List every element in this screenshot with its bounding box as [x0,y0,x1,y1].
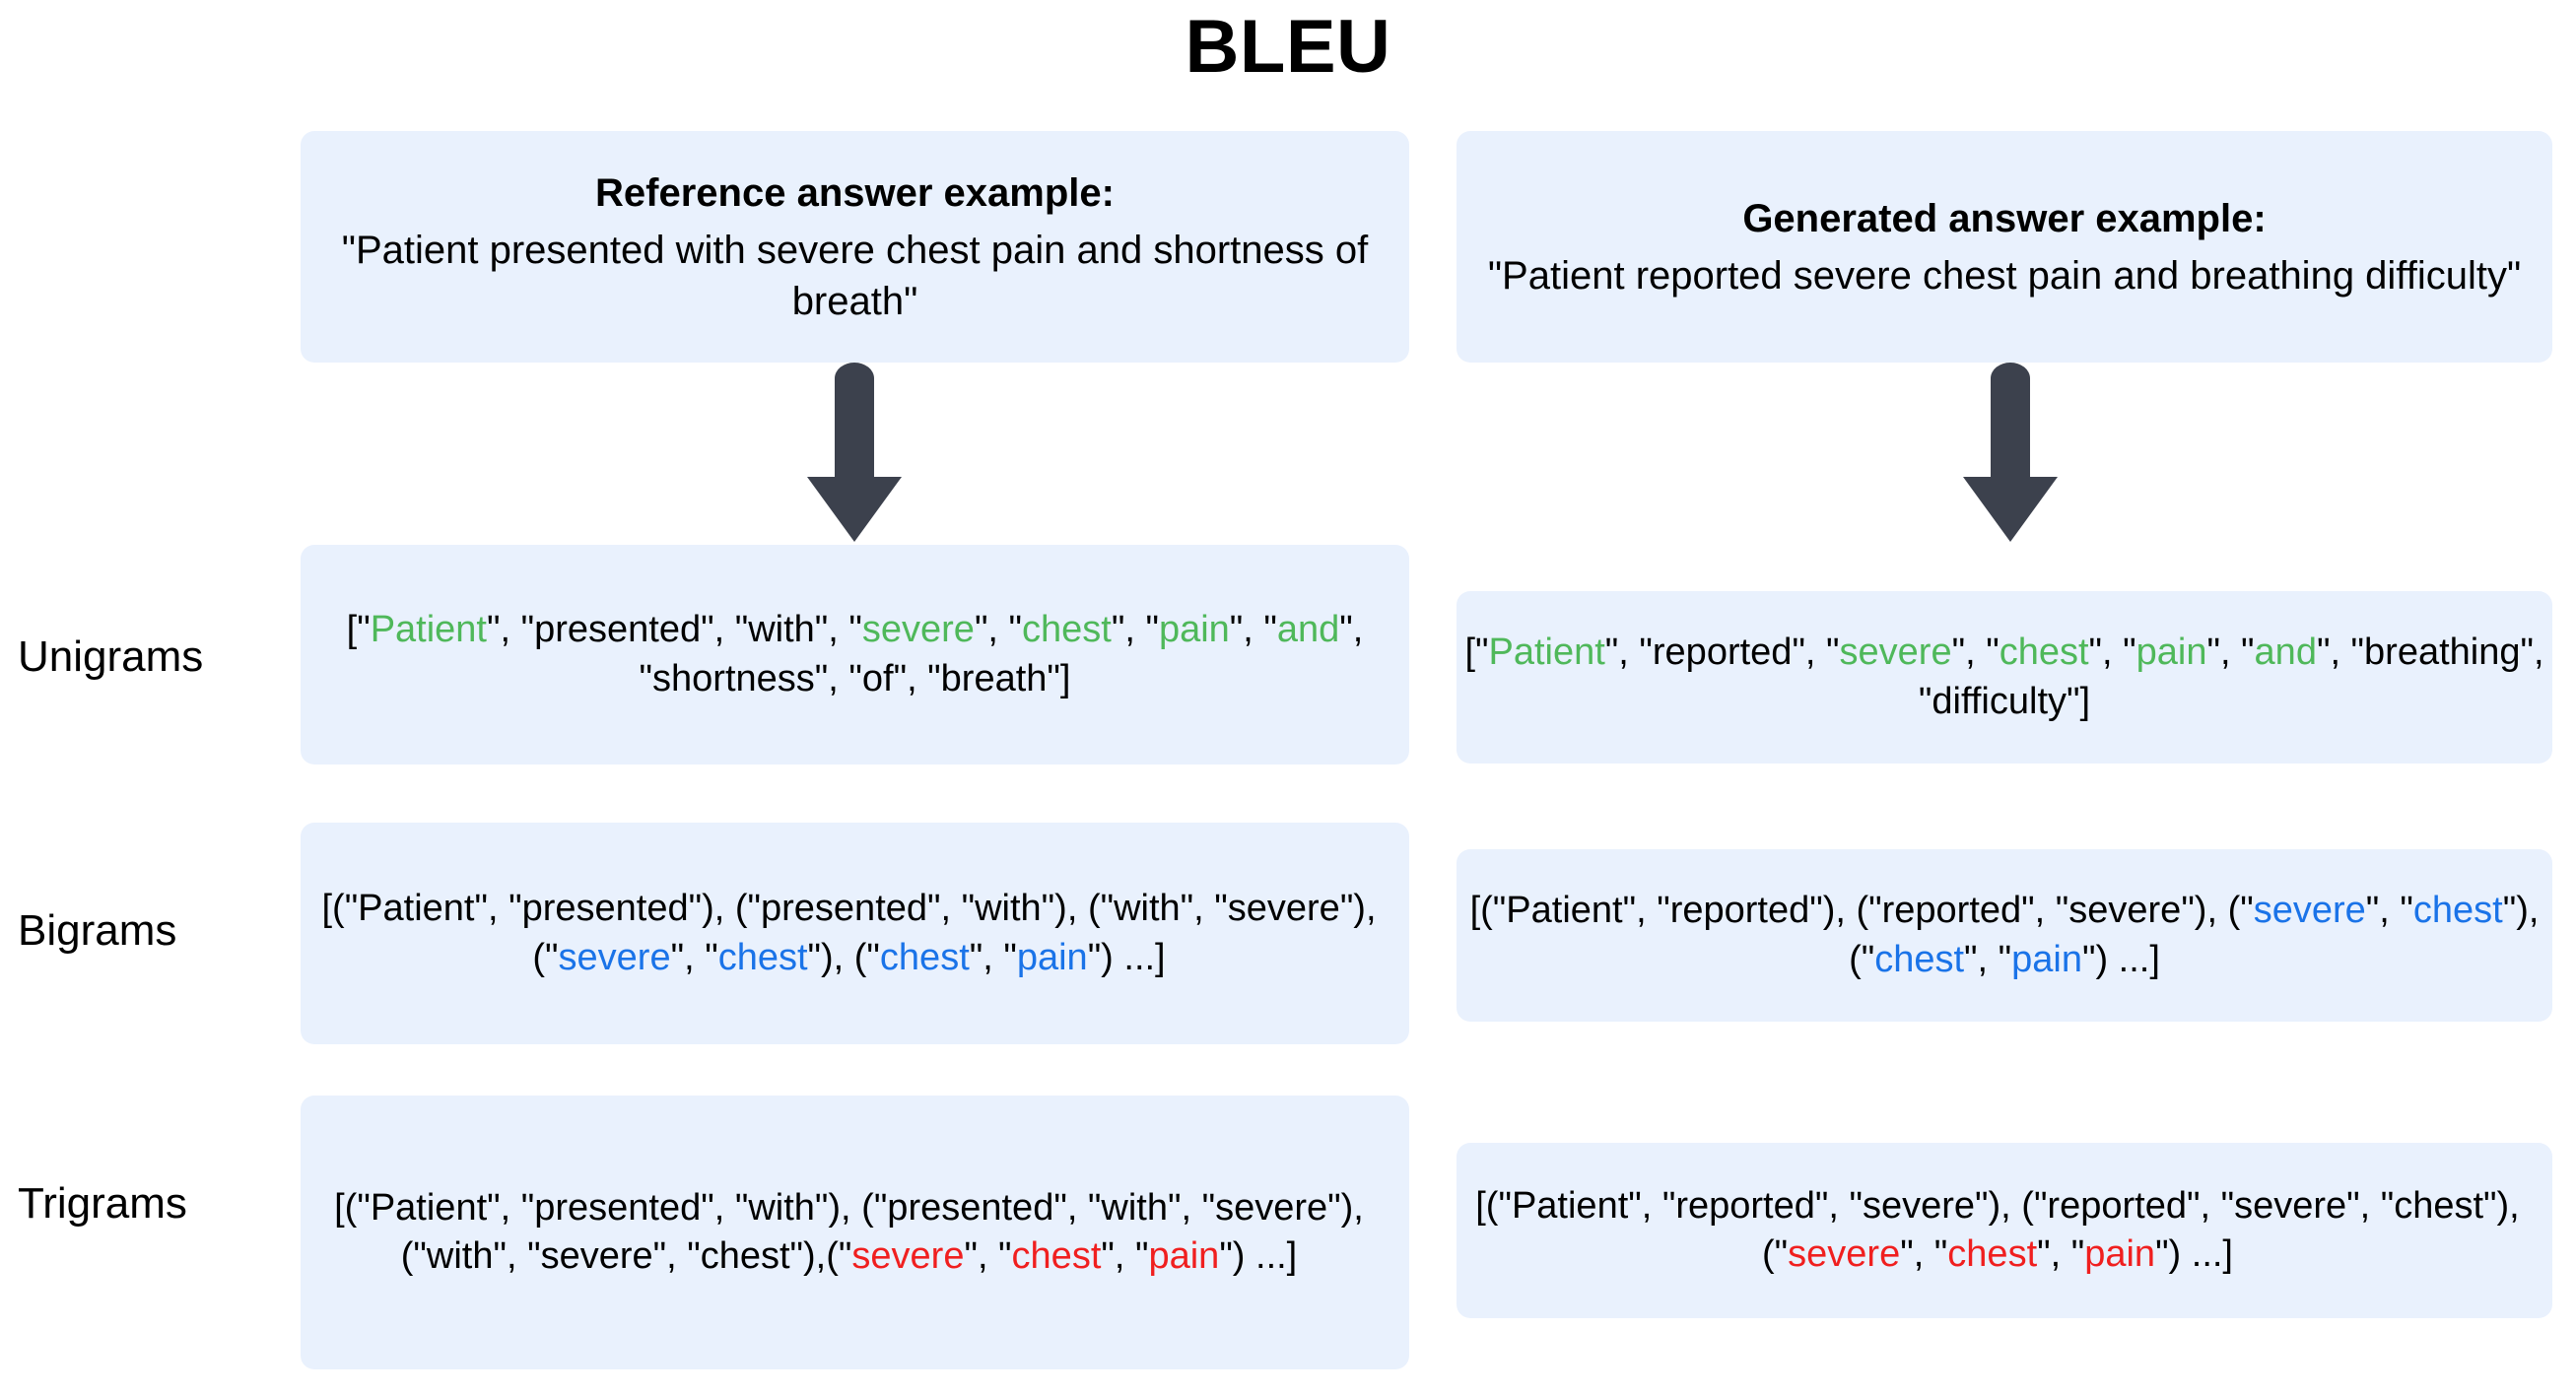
unigrams-reference-text: ["Patient", "presented", "with", "severe… [346,609,1364,699]
unigrams-generated-card: ["Patient", "reported", "severe", "chest… [1457,591,2552,764]
unigrams-generated-text: ["Patient", "reported", "severe", "chest… [1464,632,2544,722]
page-title: BLEU [1185,5,1391,89]
row-label-unigrams: Unigrams [18,632,204,681]
reference-answer-heading: Reference answer example: [595,170,1115,215]
unigrams-reference-card: ["Patient", "presented", "with", "severe… [301,545,1409,764]
generated-answer-sentence: "Patient reported severe chest pain and … [1487,253,2522,298]
trigrams-reference-card: [("Patient", "presented", "with"), ("pre… [301,1096,1409,1369]
bigrams-reference-text: [("Patient", "presented"), ("presented",… [321,888,1377,978]
bigrams-reference-card: [("Patient", "presented"), ("presented",… [301,823,1409,1044]
bigrams-generated-card: [("Patient", "reported"), ("reported", "… [1457,849,2552,1022]
trigrams-reference-text: [("Patient", "presented", "with"), ("pre… [334,1186,1364,1277]
reference-answer-card: Reference answer example: "Patient prese… [301,131,1409,363]
generated-answer-card: Generated answer example: "Patient repor… [1457,131,2552,363]
trigrams-generated-card: [("Patient", "reported", "severe"), ("re… [1457,1143,2552,1318]
bigrams-generated-text: [("Patient", "reported"), ("reported", "… [1469,890,2540,980]
trigrams-generated-text: [("Patient", "reported", "severe"), ("re… [1475,1184,2520,1275]
row-label-trigrams: Trigrams [18,1179,187,1228]
generated-answer-heading: Generated answer example: [1742,196,2267,240]
row-label-bigrams: Bigrams [18,906,177,955]
arrow-down-icon [795,363,914,550]
reference-answer-sentence: "Patient presented with severe chest pai… [341,228,1369,323]
arrow-down-icon [1951,363,2069,550]
